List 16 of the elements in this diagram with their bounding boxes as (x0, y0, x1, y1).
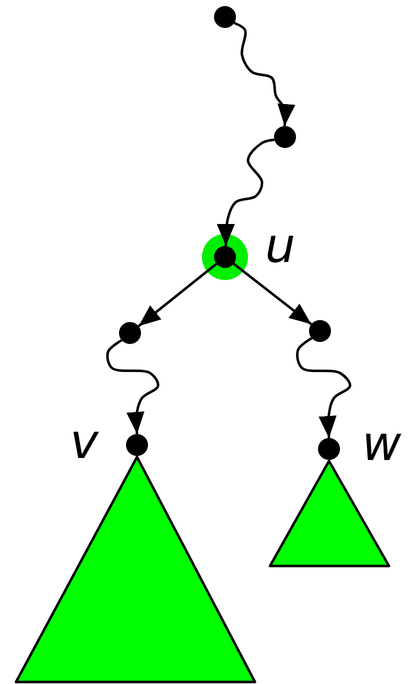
vertex-dot (274, 126, 296, 148)
arrow (296, 337, 352, 438)
vertex-label: w (362, 420, 402, 468)
arrow (106, 339, 160, 434)
vertex-dot (126, 434, 148, 456)
vertex-dot (309, 320, 331, 342)
vertex-label: v (70, 418, 98, 466)
vertex-dot (214, 6, 236, 28)
vertex-label: u (265, 222, 296, 270)
arrow (138, 262, 218, 328)
subtree-triangle (268, 460, 390, 568)
vertex-dot (214, 246, 236, 268)
vertex-dot (318, 438, 340, 460)
arrow (216, 138, 274, 246)
vertex-dot (119, 322, 141, 344)
arrow (232, 262, 312, 326)
